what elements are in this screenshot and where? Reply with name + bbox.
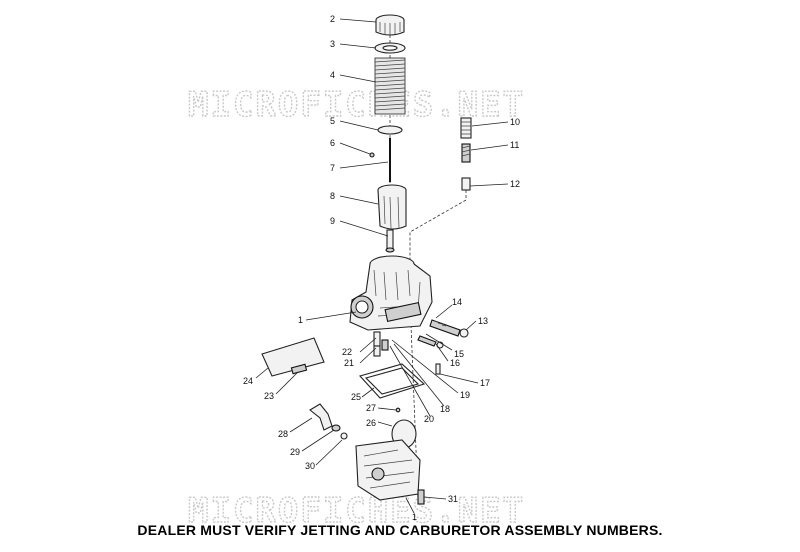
diagram-caption: DEALER MUST VERIFY JETTING AND CARBURETO… bbox=[137, 522, 663, 538]
callout-26: 26 bbox=[366, 418, 376, 428]
callout-22: 22 bbox=[342, 347, 352, 357]
callout-28: 28 bbox=[278, 429, 288, 439]
part-washer bbox=[374, 42, 406, 54]
part-carburetor-body bbox=[349, 255, 433, 331]
callout-17: 17 bbox=[480, 378, 490, 388]
watermark-bottom: MICROFICHES.NET bbox=[188, 491, 525, 531]
part-spring bbox=[374, 57, 406, 115]
part-holder bbox=[385, 229, 395, 253]
choke-axis bbox=[409, 190, 467, 262]
callout-11: 11 bbox=[510, 140, 519, 150]
callout-31: 31 bbox=[448, 494, 458, 504]
callout-18: 18 bbox=[440, 404, 450, 414]
callout-21: 21 bbox=[344, 358, 354, 368]
callout-23: 23 bbox=[264, 391, 274, 401]
callout-3: 3 bbox=[330, 39, 335, 49]
callout-16: 16 bbox=[450, 358, 460, 368]
callout-30: 30 bbox=[305, 461, 315, 471]
part-drain-bolt bbox=[309, 403, 348, 440]
callout-19: 19 bbox=[460, 390, 470, 400]
callout-25: 25 bbox=[351, 392, 361, 402]
callout-29: 29 bbox=[290, 447, 300, 457]
callout-1-top: 1 bbox=[298, 315, 303, 325]
part-slide bbox=[377, 184, 407, 230]
callout-10: 10 bbox=[510, 117, 520, 127]
callout-5: 5 bbox=[330, 116, 335, 126]
callout-2: 2 bbox=[330, 14, 335, 24]
callout-4: 4 bbox=[330, 70, 335, 80]
part-choke-plunger bbox=[460, 117, 472, 191]
callout-15: 15 bbox=[454, 349, 464, 359]
callout-24: 24 bbox=[243, 376, 253, 386]
part-retainer bbox=[377, 125, 403, 135]
callout-27: 27 bbox=[366, 403, 376, 413]
callout-13: 13 bbox=[478, 316, 488, 326]
part-drain-screw bbox=[417, 489, 425, 505]
callout-12: 12 bbox=[510, 179, 520, 189]
part-air-screw bbox=[429, 319, 469, 338]
part-jets bbox=[373, 331, 441, 375]
callout-leaders bbox=[255, 18, 509, 514]
callout-7: 7 bbox=[330, 163, 335, 173]
callout-8: 8 bbox=[330, 191, 335, 201]
part-clip bbox=[369, 152, 375, 158]
part-cap bbox=[375, 14, 405, 36]
callout-20: 20 bbox=[424, 414, 434, 424]
callout-1-bottom: 1 bbox=[412, 512, 417, 522]
part-filter-plate bbox=[261, 337, 325, 377]
callout-9: 9 bbox=[330, 216, 335, 226]
watermark-top: MICROFICHES.NET bbox=[188, 85, 525, 125]
part-gasket bbox=[358, 363, 426, 399]
callout-14: 14 bbox=[452, 297, 462, 307]
part-float-bowl bbox=[355, 439, 421, 501]
callout-6: 6 bbox=[330, 138, 335, 148]
